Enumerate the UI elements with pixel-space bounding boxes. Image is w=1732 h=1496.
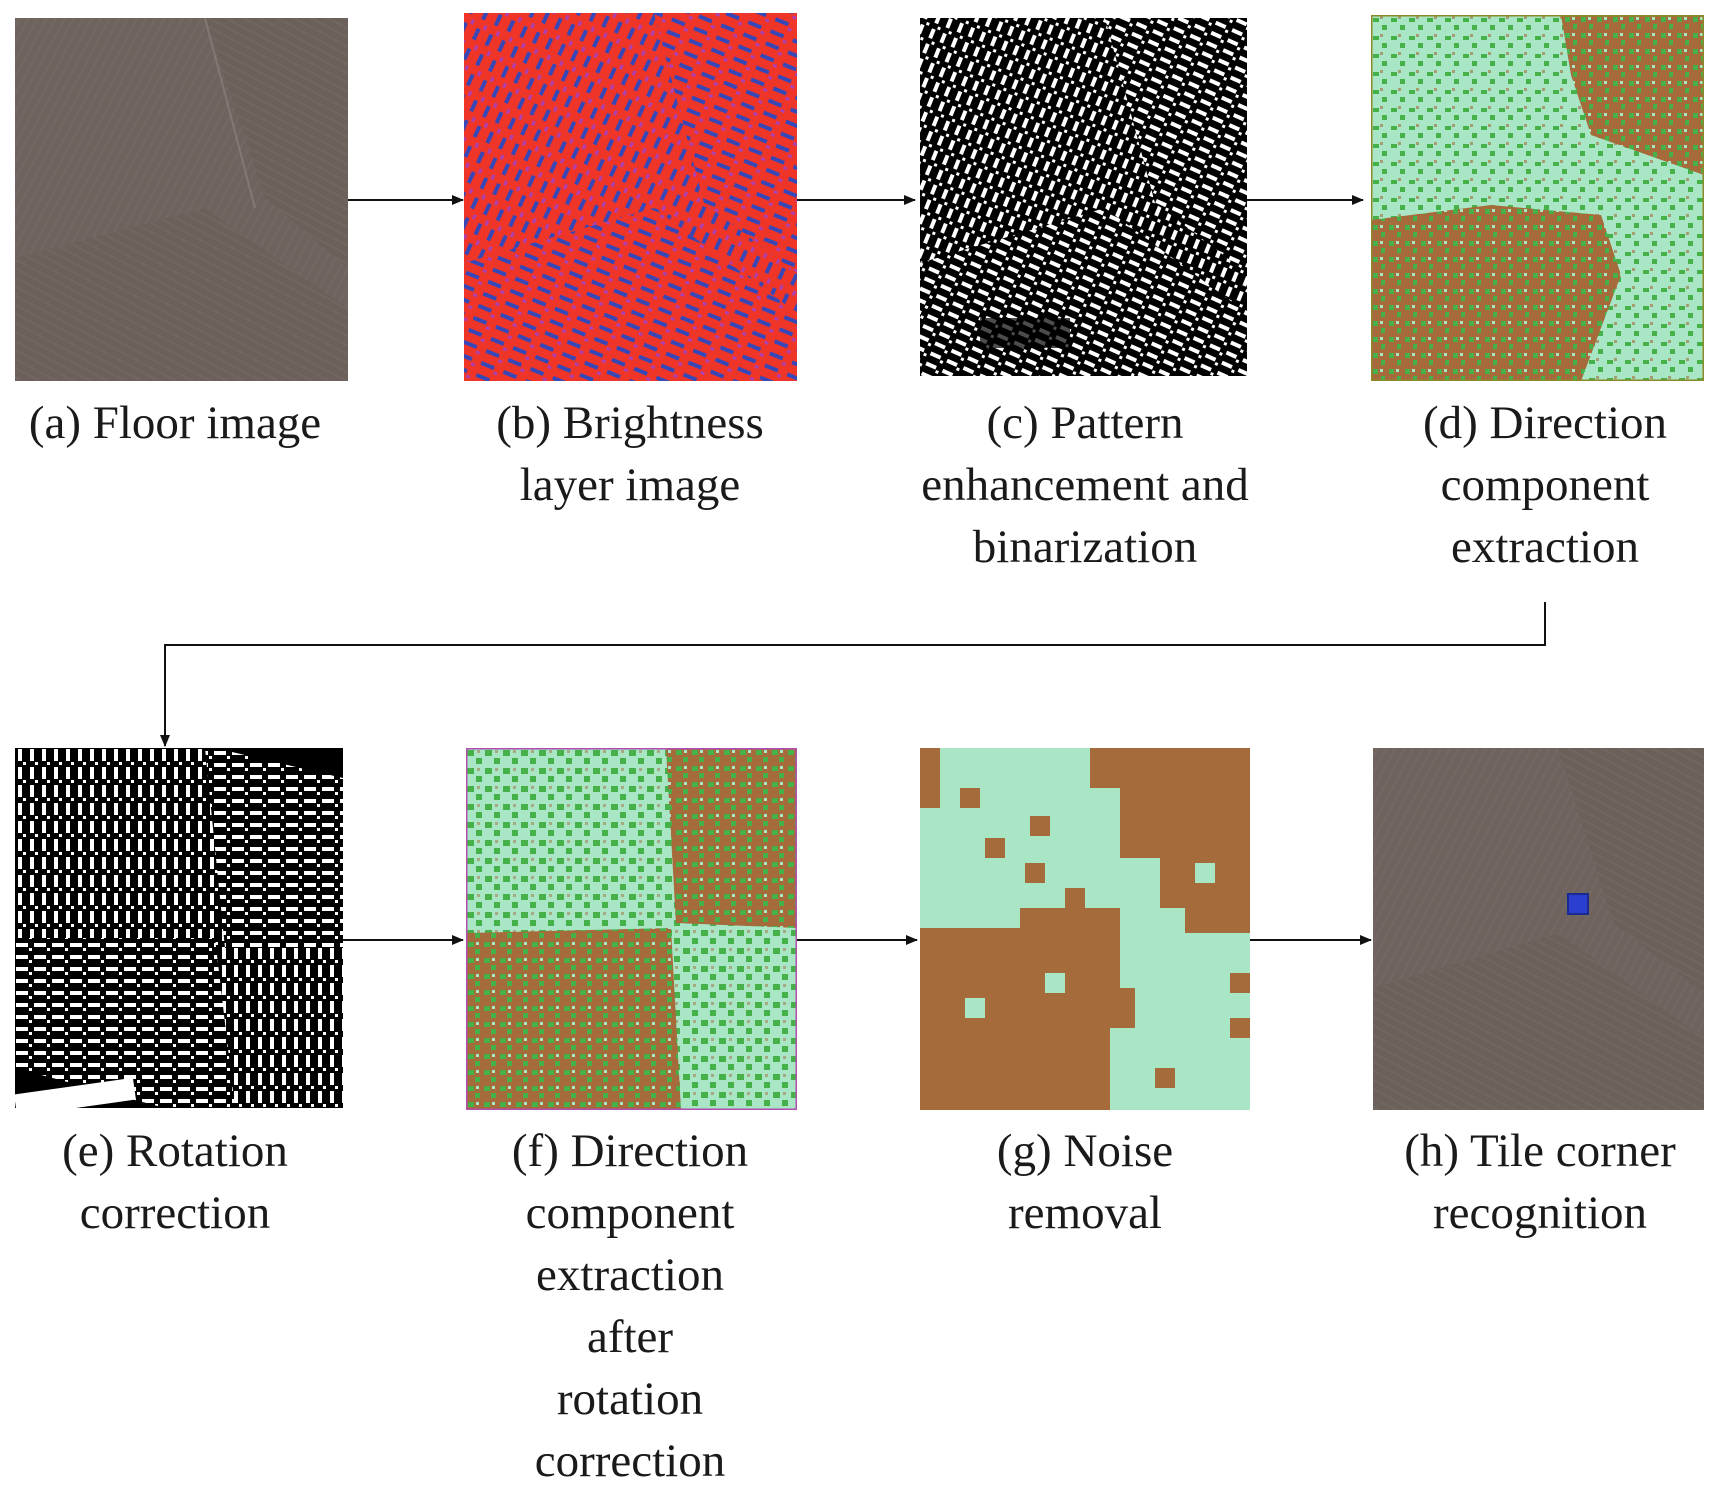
- caption-f-line-1: (f) Direction: [511, 1125, 749, 1177]
- caption-c-line-3: binarization: [972, 521, 1198, 573]
- caption-e-line-2: correction: [79, 1187, 271, 1239]
- panel-b-brightness-layer: [464, 13, 797, 381]
- caption-d-line-3: extraction: [1451, 521, 1639, 573]
- caption-b-line-1: (b) Brightness: [496, 397, 764, 449]
- corner-marker: [1567, 893, 1589, 915]
- panel-a-floor-image: [15, 18, 348, 381]
- caption-d-line-2: component: [1440, 459, 1650, 511]
- caption-b-line-2: layer image: [519, 459, 741, 511]
- panel-e-rotation-correction: [15, 748, 343, 1108]
- caption-f-line-6: correction: [534, 1435, 726, 1487]
- caption-f-line-4: after: [586, 1311, 674, 1363]
- caption-a-line-1: (a) Floor image: [28, 397, 322, 449]
- caption-a: (a) Floor image: [0, 392, 350, 454]
- caption-b: (b) Brightness layer image: [455, 392, 805, 516]
- panel-f-direction-after-rotation: [466, 748, 797, 1110]
- rotation-corrected-image: [15, 748, 343, 1108]
- caption-f-line-2: component: [525, 1187, 735, 1239]
- caption-e-line-1: (e) Rotation: [62, 1125, 288, 1177]
- caption-e: (e) Rotation correction: [0, 1120, 350, 1244]
- panel-d-direction-extraction: [1371, 15, 1704, 381]
- arrow-d-to-e: [160, 602, 1546, 747]
- caption-f: (f) Direction component extraction after…: [455, 1120, 805, 1492]
- direction-component-image: [1371, 15, 1704, 381]
- caption-f-line-5: rotation: [556, 1373, 704, 1425]
- caption-c: (c) Pattern enhancement and binarization: [885, 392, 1285, 578]
- panel-h-tile-corner: [1373, 748, 1704, 1110]
- tile-corner-image: [1373, 748, 1704, 1110]
- caption-c-line-2: enhancement and: [921, 459, 1249, 511]
- caption-c-line-1: (c) Pattern: [986, 397, 1184, 449]
- brightness-layer-image: [464, 13, 797, 381]
- caption-h-line-2: recognition: [1432, 1187, 1648, 1239]
- caption-d: (d) Direction component extraction: [1370, 392, 1720, 578]
- caption-g-line-2: removal: [1008, 1187, 1162, 1239]
- panel-g-noise-removal: [920, 748, 1250, 1110]
- noise-removed-image: [920, 748, 1250, 1110]
- direction-component-rotated-image: [466, 748, 797, 1110]
- caption-d-line-1: (d) Direction: [1422, 397, 1668, 449]
- panel-c-binarization: [920, 18, 1247, 376]
- caption-h-line-1: (h) Tile corner: [1404, 1125, 1676, 1177]
- binarized-pattern-image: [920, 18, 1247, 376]
- caption-h: (h) Tile corner recognition: [1350, 1120, 1730, 1244]
- caption-g-line-1: (g) Noise: [996, 1125, 1174, 1177]
- caption-f-line-3: extraction: [536, 1249, 724, 1301]
- caption-g: (g) Noise removal: [910, 1120, 1260, 1244]
- floor-image: [15, 18, 348, 381]
